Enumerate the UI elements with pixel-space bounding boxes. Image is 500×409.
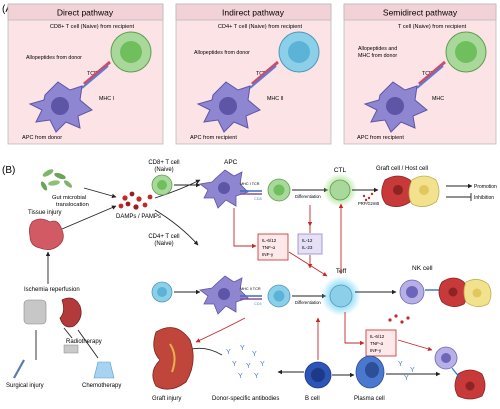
mhc2-tcr-label: MHC II TCR	[240, 287, 261, 291]
svg-text:Y: Y	[410, 367, 415, 374]
svg-text:INF-γ: INF-γ	[262, 252, 274, 257]
svg-text:TNF-α: TNF-α	[370, 341, 383, 346]
ctl-label: CTL	[334, 167, 347, 174]
semidirect-apc-nucleus	[386, 97, 404, 115]
differentiation-label-top: Differentiation	[295, 194, 321, 199]
teff-cell	[329, 284, 353, 308]
graft-kidney-icon	[152, 327, 194, 390]
direct-tcr-label: TCR	[87, 71, 98, 77]
semidirect-tcell-nucleus	[455, 41, 477, 63]
tissue-injury-icon	[28, 218, 64, 250]
direct-peptide-label: Allopeptides from donor	[26, 55, 82, 61]
recipient-apc-nucleus	[219, 97, 237, 115]
svg-text:Y: Y	[260, 361, 265, 368]
surgical-injury-label: Surgical injury	[6, 383, 44, 389]
semidirect-peptide-line2: MHC from donor	[358, 53, 397, 59]
semidirect-tcr-label: TCR	[422, 71, 433, 77]
indirect-mhc-label: MHC II	[267, 96, 283, 102]
semidirect-apc-label: APC from recipient	[357, 135, 404, 141]
cd4-naive-label-1: CD4+ T cell	[148, 234, 179, 240]
svg-text:Y: Y	[238, 373, 243, 380]
ctl-cell	[329, 179, 351, 201]
graft-injury-label: Graft injury	[152, 396, 181, 402]
svg-text:TNF-α: TNF-α	[262, 245, 275, 250]
svg-text:Y: Y	[404, 375, 409, 382]
indirect-pathway-panel: Indirect pathway CD4+ T cell (Naive) fro…	[175, 3, 332, 145]
direct-pathway-panel: Direct pathway CD8+ T cell (Naive) from …	[7, 3, 164, 145]
prf-dots	[362, 192, 374, 202]
mhc1-tcr-label: MHC I TCR	[240, 182, 260, 186]
b-cell-label: B cell	[305, 396, 320, 402]
cytokine-box-3: IL-6/12 TNF-α INF-γ	[365, 329, 397, 357]
svg-text:Y: Y	[254, 373, 259, 380]
svg-text:IL-12: IL-12	[302, 238, 313, 243]
cd8-naive-label-1: CD8+ T cell	[148, 160, 179, 166]
damps-cluster	[118, 191, 153, 210]
radiotherapy-icon	[63, 344, 79, 354]
cd4-marker-label: CD4	[254, 302, 262, 306]
cytokine-dots	[388, 314, 410, 324]
radiotherapy-label: Radiotherapy	[66, 339, 102, 345]
cd4-naive-label-2: (Naive)	[154, 241, 173, 247]
semidirect-mhc-label: MHC	[432, 96, 444, 102]
cd4-tcell-nucleus	[288, 41, 310, 63]
indirect-peptide-label: Allopeptides from donor	[194, 50, 250, 56]
svg-text:Y: Y	[398, 361, 403, 368]
direct-apc-label: APC from donor	[22, 135, 62, 141]
svg-text:IL-6/12: IL-6/12	[370, 334, 385, 339]
scalpel-icon	[13, 359, 25, 379]
apc-label: APC	[224, 159, 238, 166]
donor-apc-nucleus	[51, 97, 69, 115]
kidney-icon	[59, 297, 82, 328]
svg-text:INF-γ: INF-γ	[370, 348, 382, 353]
semidirect-peptide-line1: Allopeptides and	[358, 46, 397, 52]
semidirect-pathway-panel: Semidirect pathway T cell (Naive) from r…	[343, 3, 497, 145]
svg-text:IL-23: IL-23	[302, 245, 313, 250]
prf-label: PRF/GzmB	[358, 201, 379, 206]
chemotherapy-label: Chemotherapy	[82, 383, 121, 389]
inhibition-label: Inhibition	[474, 195, 494, 201]
indirect-tcell-label: CD4+ T cell (Naive) from recipient	[218, 24, 303, 30]
cd8-naive-label-2: (Naive)	[154, 167, 173, 173]
nk-cell-label: NK cell	[412, 265, 433, 272]
direct-mhc-label: MHC I	[99, 96, 114, 102]
person-icon	[23, 299, 47, 325]
tissue-injury-label: Tissue injury	[28, 210, 61, 216]
gut-label-line2: translocation	[56, 202, 89, 208]
svg-text:Y: Y	[240, 345, 245, 352]
indirect-apc-label: APC from recipient	[190, 135, 237, 141]
gut-microbe-icon	[40, 169, 73, 191]
semidirect-pathway-title: Semidirect pathway	[383, 8, 458, 18]
cd8-marker-label: CD8	[254, 197, 262, 201]
svg-text:Y: Y	[226, 349, 231, 356]
svg-text:Y: Y	[252, 351, 257, 358]
cd8-tcell-nucleus	[120, 41, 142, 63]
direct-pathway-title: Direct pathway	[57, 8, 114, 18]
panel-b-label: (B)	[2, 165, 15, 176]
graft-host-label: Graft cell / Host cell	[376, 166, 428, 172]
gut-label-line1: Gut microbial	[52, 195, 86, 201]
plasma-cell-label: Plasma cell	[354, 396, 385, 402]
antibody-icons-right: Y Y Y	[398, 361, 415, 382]
cytokine-box-2: IL-12 IL-23	[297, 233, 323, 255]
dsa-label: Donor-specific antibodies	[212, 396, 279, 402]
svg-text:IL-6/12: IL-6/12	[262, 238, 277, 243]
semidirect-tcell-label: T cell (Naive) from recipient	[398, 24, 467, 30]
differentiation-label-bottom: Differentiation	[295, 300, 321, 305]
ischemia-label: Ischemia reperfusion	[24, 287, 80, 293]
chemo-icon	[93, 361, 115, 379]
damps-label: DAMPs / PAMPs	[116, 214, 161, 220]
promotion-label: Promotion	[474, 184, 497, 190]
cytokine-box-1: IL-6/12 TNF-α INF-γ	[257, 233, 289, 261]
svg-text:Y: Y	[246, 363, 251, 370]
direct-tcell-label: CD8+ T cell (Naive) from recipient	[50, 24, 135, 30]
indirect-pathway-title: Indirect pathway	[222, 8, 285, 18]
antibody-cluster: Y Y Y Y Y Y Y Y	[226, 345, 265, 380]
svg-text:Y: Y	[232, 361, 237, 368]
